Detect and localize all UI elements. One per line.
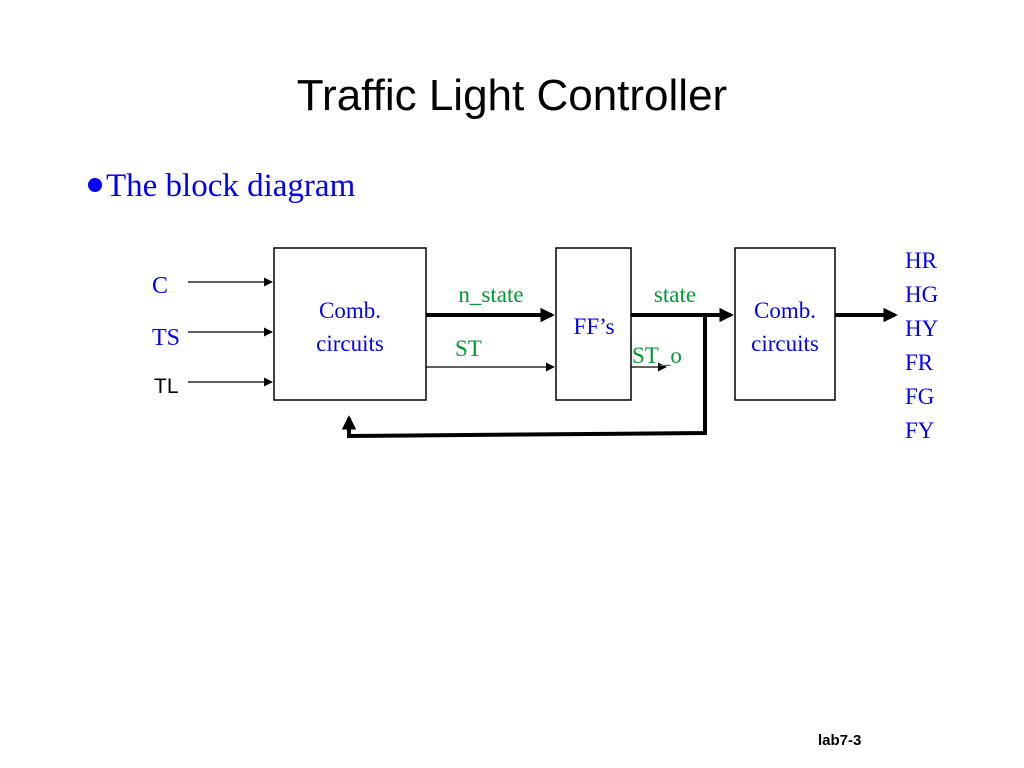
output-label-fg: FG <box>905 384 934 409</box>
feedback-path <box>341 315 707 439</box>
slide-title: Traffic Light Controller <box>296 71 728 120</box>
comb-left-label-line2: circuits <box>316 331 384 356</box>
state-label: state <box>654 282 696 307</box>
output-label-fr: FR <box>905 350 934 375</box>
comb-left-label-line1: Comb. <box>319 298 381 323</box>
comb-right-label-line1: Comb. <box>754 298 816 323</box>
comb-right-label-line2: circuits <box>751 331 819 356</box>
bullet-dot-icon <box>88 178 102 192</box>
comb-circuits-right-block <box>734 247 836 401</box>
slide-footer: lab7-3 <box>818 732 862 749</box>
st-o-label: ST_o <box>632 343 682 368</box>
output-label-hg: HG <box>905 282 938 307</box>
bullet-text: The block diagram <box>106 168 356 204</box>
input-label-ts: TS <box>152 325 180 351</box>
ffs-label: FF’s <box>574 314 615 339</box>
output-label-hy: HY <box>905 316 939 341</box>
input-label-tl: TL <box>154 375 179 398</box>
comb-circuits-left-block <box>273 247 427 401</box>
output-label-fy: FY <box>905 418 935 443</box>
output-label-hr: HR <box>905 248 938 273</box>
st-label: ST <box>455 336 482 361</box>
ffs-block <box>555 247 632 401</box>
n-state-label: n_state <box>458 282 523 307</box>
input-label-c: C <box>152 273 168 299</box>
bullet-item: The block diagram <box>88 166 355 206</box>
